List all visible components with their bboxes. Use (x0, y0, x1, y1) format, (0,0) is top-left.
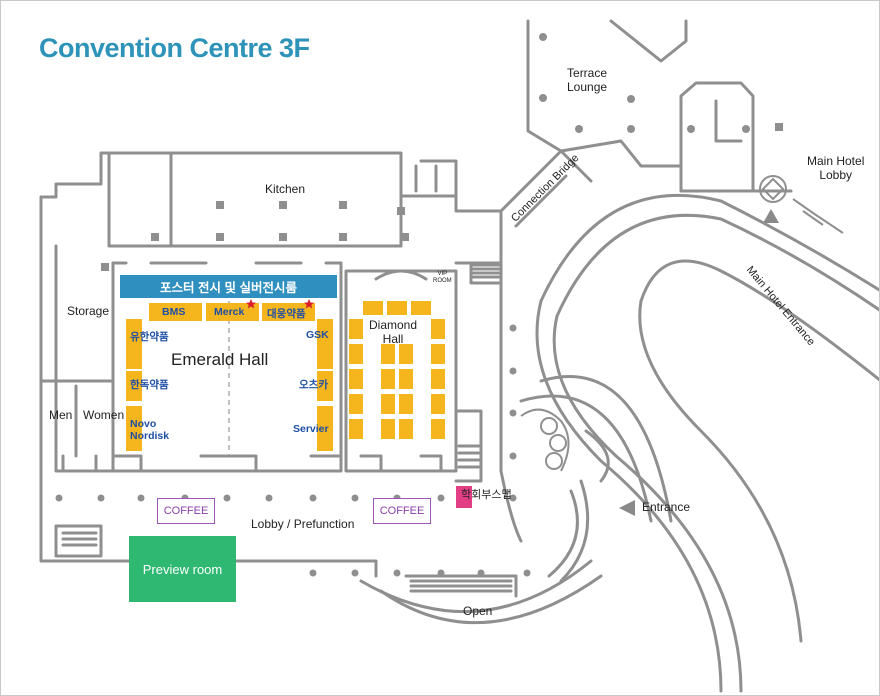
women-restroom-label: Women (83, 408, 125, 422)
terrace-lounge-label: Terrace Lounge (567, 66, 608, 95)
booth-bms[interactable]: BMS (162, 306, 186, 318)
coffee-station-right: COFFEE (373, 498, 431, 524)
page-title: Convention Centre 3F (39, 33, 310, 63)
emerald-hall-label[interactable]: Emerald Hall (171, 350, 269, 369)
booth-yuhan[interactable]: 유한약품 (130, 331, 169, 343)
society-booth-map-label[interactable]: 학회부스맵 (461, 489, 512, 501)
vip-room-label-line1: VIP (437, 271, 448, 277)
vip-room-label: VIP ROOM (433, 271, 452, 285)
diamond-hall-label[interactable]: Diamond Hall (369, 318, 418, 347)
booth-servier[interactable]: Servier (293, 423, 329, 435)
terrace-lounge-label-line2: Lounge (567, 79, 608, 94)
kitchen-label: Kitchen (265, 182, 306, 196)
men-restroom-label: Men (49, 408, 73, 422)
booth-otsuka[interactable]: 오츠카 (299, 379, 328, 391)
lobby-prefunction-label: Lobby / Prefunction (251, 517, 355, 531)
storage-label: Storage (67, 304, 110, 318)
entrance-label: Entrance (642, 500, 691, 514)
open-area-label: Open (463, 604, 493, 618)
booth-gsk[interactable]: GSK (306, 329, 329, 341)
vip-room-label-line2: ROOM (433, 277, 452, 284)
booth-handok[interactable]: 한독약품 (130, 379, 169, 391)
booth-daewoong[interactable]: 대웅약품 (267, 308, 306, 320)
diamond-hall-label-line1: Diamond (369, 318, 418, 332)
main-hotel-lobby-label: Main Hotel Lobby (807, 154, 865, 183)
main-hotel-lobby-label-line2: Lobby (819, 167, 853, 182)
booth-merck[interactable]: Merck (214, 306, 245, 318)
terrace-lounge-label-line1: Terrace (567, 66, 608, 80)
booth-novo-nordisk-line1: Novo (130, 418, 157, 430)
diamond-hall-label-line2: Hall (382, 331, 404, 346)
coffee-station-left: COFFEE (157, 498, 215, 524)
society-booth-map-marker[interactable] (456, 486, 472, 508)
main-hotel-lobby-label-line1: Main Hotel (807, 154, 865, 168)
poster-exhibition-banner: 포스터 전시 및 실버전시룸 (120, 275, 337, 298)
preview-room[interactable]: Preview room (129, 536, 236, 602)
booth-novo-nordisk-line2: Nordisk (130, 429, 170, 442)
booth-novo-nordisk[interactable]: Novo Nordisk (130, 418, 170, 442)
